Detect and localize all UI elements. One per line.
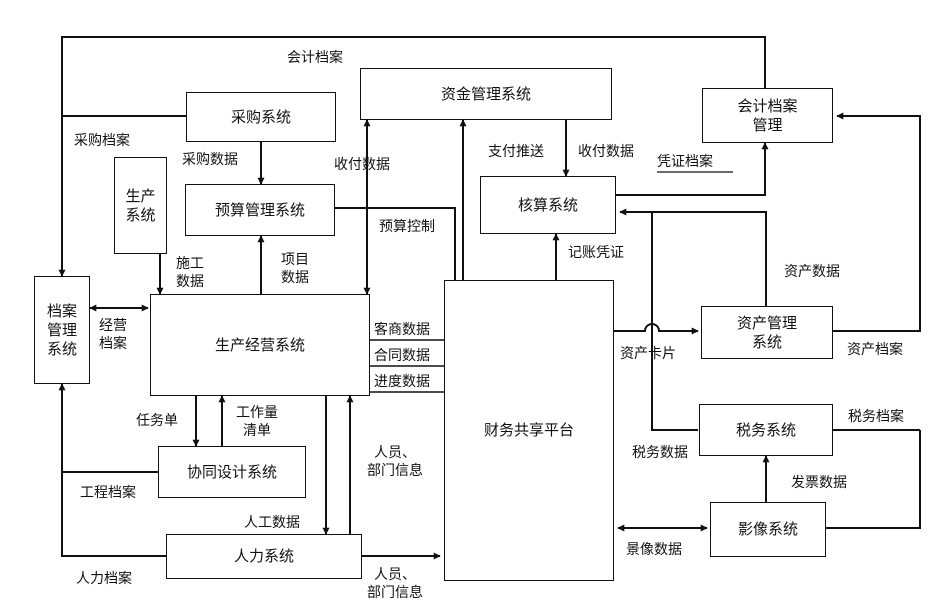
edge-zichan-hesuan: [619, 208, 767, 306]
label-zichan-shuju: 资产数据: [784, 264, 840, 280]
label-zhifu-tuisong: 支付推送: [488, 144, 544, 160]
label-jingying-dangan: 经营 档案: [99, 318, 127, 352]
node-xietong: 协同设计系统: [158, 446, 306, 498]
label-shuiwu-shuju: 税务数据: [632, 445, 688, 461]
node-renli: 人力系统: [166, 534, 362, 579]
node-zijin: 资金管理系统: [360, 68, 612, 120]
label-shoufu-right: 收付数据: [578, 144, 634, 160]
edge-shuiwu-hesuan: [651, 212, 698, 431]
node-shengchan: 生产 系统: [114, 157, 167, 254]
label-jizhang-pingzheng: 记账凭证: [568, 245, 624, 261]
label-keshang-shuju: 客商数据: [374, 322, 430, 338]
label-caigou-dangan: 采购档案: [74, 133, 130, 149]
label-fapiao-shuju: 发票数据: [791, 475, 847, 491]
label-pingzheng-dangan: 凭证档案: [657, 154, 713, 170]
label-zichan-kapian: 资产卡片: [620, 346, 676, 362]
label-gongcheng-dangan: 工程档案: [80, 485, 136, 501]
label-caigou-shuju: 采购数据: [182, 152, 238, 168]
edge-renli-dangan: [58, 383, 166, 557]
edge-yusuan-control: [335, 207, 456, 280]
label-shuiwu-dangan: 税务档案: [848, 409, 904, 425]
label-xiangmu-shuju: 项目 数据: [281, 252, 309, 286]
node-shuiwu: 税务系统: [699, 404, 833, 456]
label-zichan-dangan: 资产档案: [847, 342, 903, 358]
edge-kuaiji-dangan: [58, 36, 766, 277]
node-shengchan-jingying: 生产经营系统: [150, 294, 370, 396]
edge-hesuan-kuaiji: [616, 142, 769, 196]
edge-zichan-kuaiji: [833, 112, 921, 332]
label-shigong-shuju: 施工 数据: [176, 256, 204, 290]
node-kuaiji-guanli: 会计档案 管理: [702, 88, 833, 143]
label-gongzuoliang: 工作量 清单: [236, 405, 278, 439]
edge-caiwu-zichan: [614, 323, 699, 335]
label-renyuan-bumen-2: 人员、 部门信息: [367, 567, 423, 601]
label-jindu-shuju: 进度数据: [374, 374, 430, 390]
label-hetong-shuju: 合同数据: [374, 348, 430, 364]
label-rengong-shuju: 人工数据: [244, 515, 300, 531]
node-yusuan: 预算管理系统: [185, 184, 335, 236]
node-zichan: 资产管理 系统: [701, 306, 833, 359]
label-yingxiang-shuju: 景像数据: [626, 542, 682, 558]
node-yingxiang: 影像系统: [710, 502, 826, 557]
node-dangan: 档案 管理 系统: [34, 276, 90, 384]
node-hesuan: 核算系统: [480, 176, 616, 234]
node-caiwu: 财务共享平台: [444, 280, 614, 581]
label-kuaiji-dangan: 会计档案: [287, 50, 343, 66]
node-caigou: 采购系统: [186, 92, 336, 142]
edge-yingxiang-kuaiji: [826, 430, 921, 529]
label-renli-dangan: 人力档案: [76, 571, 132, 587]
label-renwu-dan: 任务单: [136, 413, 178, 429]
label-renyuan-bumen-1: 人员、 部门信息: [367, 445, 423, 479]
label-yusuan-kongzhi: 预算控制: [379, 219, 435, 235]
label-shoufu-left: 收付数据: [334, 157, 390, 173]
